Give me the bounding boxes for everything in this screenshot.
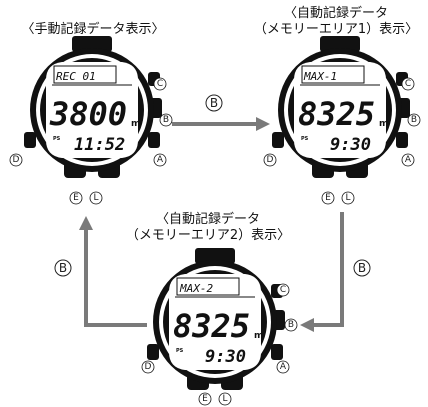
button-a-icon[interactable] — [153, 153, 167, 167]
lcd-ps-label: PS — [53, 136, 61, 142]
lcd-time: 9:30 — [205, 347, 246, 367]
button-d-letter: D — [145, 362, 152, 372]
flow-button-b-top-icon — [205, 94, 223, 112]
button-e-icon[interactable] — [198, 392, 212, 406]
button-b-letter: B — [288, 320, 294, 330]
button-b-icon[interactable] — [407, 113, 421, 127]
caption-auto-record-area2-line2: （メモリーエリア2）表示〉 — [125, 228, 291, 243]
lcd-top-label: REC 01 — [56, 70, 96, 83]
button-e-letter: E — [202, 394, 208, 404]
button-a-letter: A — [157, 155, 164, 165]
button-c-letter: C — [405, 79, 411, 89]
flow-button-b-left-label: B — [59, 261, 67, 275]
button-d-icon[interactable] — [263, 153, 277, 167]
lcd-time: 9:30 — [330, 135, 371, 155]
button-c-letter: C — [280, 285, 286, 295]
button-a-letter: A — [280, 362, 287, 372]
lcd-unit: m — [254, 331, 263, 341]
button-b-letter: B — [163, 115, 169, 125]
lcd-top-label: MAX-2 — [179, 282, 213, 295]
button-d-letter: D — [13, 155, 20, 165]
arrow-area1-to-area2 — [300, 212, 344, 332]
button-d-letter: D — [267, 155, 274, 165]
button-b-icon[interactable] — [284, 318, 298, 332]
arrow-area2-to-manual — [79, 216, 147, 327]
button-e-icon[interactable] — [321, 191, 335, 205]
button-a-icon[interactable] — [401, 153, 415, 167]
lcd-main-value: 3800 — [49, 95, 127, 133]
button-c-icon[interactable] — [153, 77, 167, 91]
lcd-main-value: 8325 — [298, 95, 375, 133]
button-a-icon[interactable] — [276, 360, 290, 374]
button-b-letter: B — [411, 115, 417, 125]
watch-manual-record: REC 01 3800 m PS 11:52 C B A D E L — [9, 35, 173, 205]
watch-auto-record-area1: MAX-1 8325 m PS 9:30 C B A D E L — [263, 35, 421, 205]
button-b-icon[interactable] — [159, 113, 173, 127]
lcd-top-label: MAX-1 — [303, 70, 337, 83]
button-d-icon[interactable] — [141, 360, 155, 374]
button-l-letter: L — [345, 193, 350, 203]
watch-auto-record-area2: MAX-2 8325 m PS 9:30 C B A D E L — [141, 247, 298, 406]
button-l-icon[interactable] — [89, 191, 103, 205]
button-c-icon[interactable] — [401, 77, 415, 91]
caption-auto-record-area1: 〈自動記録データ （メモリーエリア1）表示〉 — [244, 6, 428, 38]
flow-button-b-right-label: B — [358, 261, 366, 275]
button-e-letter: E — [73, 193, 79, 203]
arrow-manual-to-area1 — [172, 117, 270, 131]
lcd-unit: m — [379, 119, 388, 129]
button-d-icon[interactable] — [9, 153, 23, 167]
button-e-letter: E — [325, 193, 331, 203]
flow-button-b-left-icon — [54, 259, 72, 277]
lcd-time: 11:52 — [74, 135, 125, 155]
button-l-icon[interactable] — [218, 392, 232, 406]
lcd-ps-label: PS — [301, 136, 309, 142]
button-l-letter: L — [222, 394, 227, 404]
button-a-letter: A — [405, 155, 412, 165]
caption-auto-record-area1-line2: （メモリーエリア1）表示〉 — [253, 22, 419, 37]
button-c-icon[interactable] — [276, 283, 290, 297]
button-e-icon[interactable] — [69, 191, 83, 205]
button-l-letter: L — [93, 193, 98, 203]
caption-auto-record-area1-line1: 〈自動記録データ — [283, 6, 388, 21]
lcd-unit: m — [131, 119, 140, 129]
caption-manual-record-display: 〈手動記録データ表示〉 — [21, 22, 165, 37]
button-l-icon[interactable] — [341, 191, 355, 205]
lcd-ps-label: PS — [176, 348, 184, 354]
caption-auto-record-area2: 〈自動記録データ （メモリーエリア2）表示〉 — [108, 212, 308, 244]
lcd-main-value: 8325 — [173, 307, 250, 345]
flow-button-b-right-icon — [353, 259, 371, 277]
button-c-letter: C — [157, 79, 163, 89]
flow-button-b-top-label: B — [210, 96, 218, 110]
caption-auto-record-area2-line1: 〈自動記録データ — [155, 212, 260, 227]
